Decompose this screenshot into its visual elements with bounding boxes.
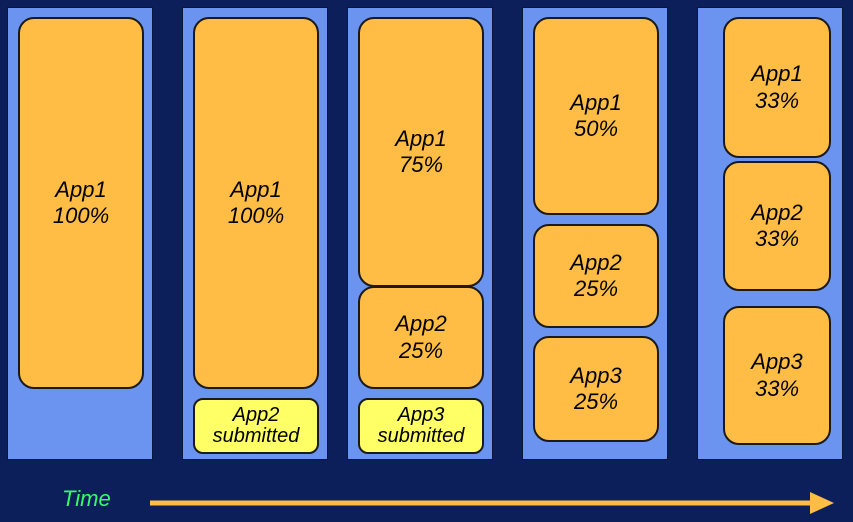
app-share: 25% — [573, 389, 619, 414]
app-name: App3 — [751, 349, 803, 375]
app-name: App1 — [751, 61, 803, 87]
app-share: 100% — [227, 203, 285, 228]
app-block: App1 100% — [193, 17, 319, 389]
submission-app-name: App3 — [397, 404, 445, 426]
app-name: App2 — [570, 249, 622, 275]
app-share: 33% — [754, 87, 800, 113]
time-label: Time — [62, 486, 111, 511]
app-block: App3 33% — [723, 306, 831, 445]
app-name: App1 — [570, 89, 622, 115]
app-share: 33% — [754, 375, 800, 401]
submission-block: App2 submitted — [193, 398, 319, 454]
app-block: App1 50% — [533, 17, 659, 215]
timeline-column-2: App1 100% App2 submitted — [182, 7, 328, 460]
app-block: App2 25% — [358, 286, 484, 389]
app-share: 25% — [398, 337, 444, 363]
app-name: App1 — [395, 125, 447, 151]
submission-app-name: App2 — [232, 404, 280, 426]
timeline-column-4: App1 50% App2 25% App3 25% — [522, 7, 668, 460]
timeline-column-1: App1 100% — [7, 7, 153, 460]
app-name: App1 — [230, 176, 282, 202]
app-share: 25% — [573, 276, 619, 301]
submission-status: submitted — [377, 425, 465, 447]
app-block: App2 33% — [723, 161, 831, 291]
app-name: App2 — [395, 311, 447, 337]
submission-block: App3 submitted — [358, 398, 484, 454]
app-block: App3 25% — [533, 336, 659, 442]
app-share: 33% — [754, 226, 800, 251]
app-name: App3 — [570, 362, 622, 388]
timeline-column-5: App1 33% App2 33% App3 33% — [697, 7, 843, 460]
time-arrow — [150, 492, 834, 514]
app-share: 100% — [52, 203, 110, 228]
app-block: App1 100% — [18, 17, 144, 389]
app-block: App1 75% — [358, 17, 484, 287]
app-share: 75% — [398, 152, 444, 177]
app-block: App1 33% — [723, 17, 831, 158]
submission-status: submitted — [212, 425, 300, 447]
app-share: 50% — [573, 116, 619, 141]
app-name: App2 — [751, 199, 803, 225]
app-name: App1 — [55, 176, 107, 202]
time-arrow-head — [810, 492, 834, 514]
app-block: App2 25% — [533, 224, 659, 328]
timeline-column-3: App1 75% App2 25% App3 submitted — [347, 7, 493, 460]
